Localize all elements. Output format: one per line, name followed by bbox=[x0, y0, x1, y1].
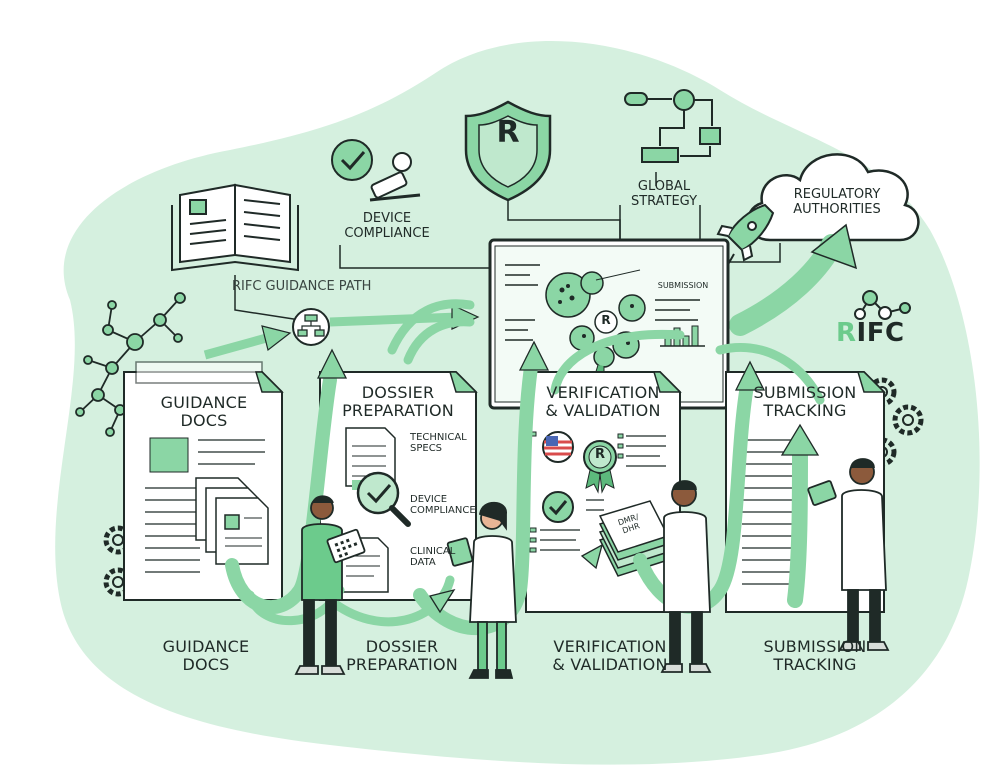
strategy-flowchart-icon bbox=[624, 89, 721, 163]
rifc-brand-logo: RIFC bbox=[836, 318, 905, 348]
submission-panel-label: SUBMISSION bbox=[657, 281, 709, 290]
person-1-with-calculator bbox=[294, 495, 366, 675]
flow-arrow-2 bbox=[329, 312, 459, 327]
regulatory-authorities-label: REGULATORY AUTHORITIES bbox=[793, 187, 881, 217]
person-4-with-tablet bbox=[807, 458, 890, 651]
checkmark-circle-icon bbox=[542, 491, 574, 523]
stage-3-bottom-label: VERIFICATION & VALIDATION bbox=[552, 637, 668, 674]
stage-1-bottom-label: GUIDANCE DOCS bbox=[162, 637, 250, 674]
us-flag-icon bbox=[542, 431, 574, 463]
document-verification-validation bbox=[525, 371, 682, 613]
arrow-heads bbox=[316, 340, 820, 614]
brand-first-letter: R bbox=[836, 318, 857, 348]
panel-badge-letter: R bbox=[601, 313, 611, 327]
dossier-item-clinical-data: CLINICAL DATA bbox=[410, 546, 456, 569]
person-3-holding-records bbox=[660, 480, 712, 673]
stage-2-doc-title: DOSSIER PREPARATION bbox=[342, 383, 454, 420]
magnifier-check-icon bbox=[356, 471, 411, 527]
certification-badge-icon bbox=[583, 440, 617, 494]
molecule-icon-left bbox=[75, 292, 186, 437]
guidance-path-node bbox=[292, 308, 330, 346]
compliance-stamp-icon bbox=[331, 139, 421, 202]
stage-3-doc-title: VERIFICATION & VALIDATION bbox=[545, 383, 661, 420]
open-book-icon bbox=[171, 183, 299, 272]
stage-1-doc-title: GUIDANCE DOCS bbox=[160, 393, 248, 430]
stage-4-bottom-label: SUBMISSION TRACKING bbox=[763, 637, 867, 674]
person-2-lab-coat bbox=[446, 501, 517, 679]
molecule-icon-right bbox=[854, 290, 911, 320]
flow-arrow-1 bbox=[203, 332, 272, 360]
cloud-icon bbox=[746, 153, 920, 242]
stage-2-bottom-label: DOSSIER PREPARATION bbox=[346, 637, 458, 674]
guidance-path-label: RIFC GUIDANCE PATH bbox=[232, 279, 372, 294]
document-guidance-docs bbox=[123, 361, 284, 601]
dossier-item-technical-specs: TECHNICAL SPECS bbox=[410, 432, 467, 455]
rocket-icon bbox=[707, 203, 775, 269]
global-strategy-label: GLOBAL STRATEGY bbox=[630, 179, 698, 209]
dossier-item-device-compliance: DEVICE COMPLIANCE bbox=[410, 494, 476, 517]
connector-lines bbox=[234, 172, 781, 321]
device-compliance-label: DEVICE COMPLIANCE bbox=[344, 211, 430, 241]
flow-arrow-1-head bbox=[261, 325, 292, 352]
records-stack-icon bbox=[598, 500, 670, 577]
brand-rest: IFC bbox=[856, 318, 905, 348]
shield-letter: R bbox=[496, 115, 520, 150]
badge-letter: R bbox=[594, 447, 605, 462]
growth-arrow-head bbox=[810, 223, 858, 270]
stage-4-doc-title: SUBMISSION TRACKING bbox=[753, 383, 857, 420]
